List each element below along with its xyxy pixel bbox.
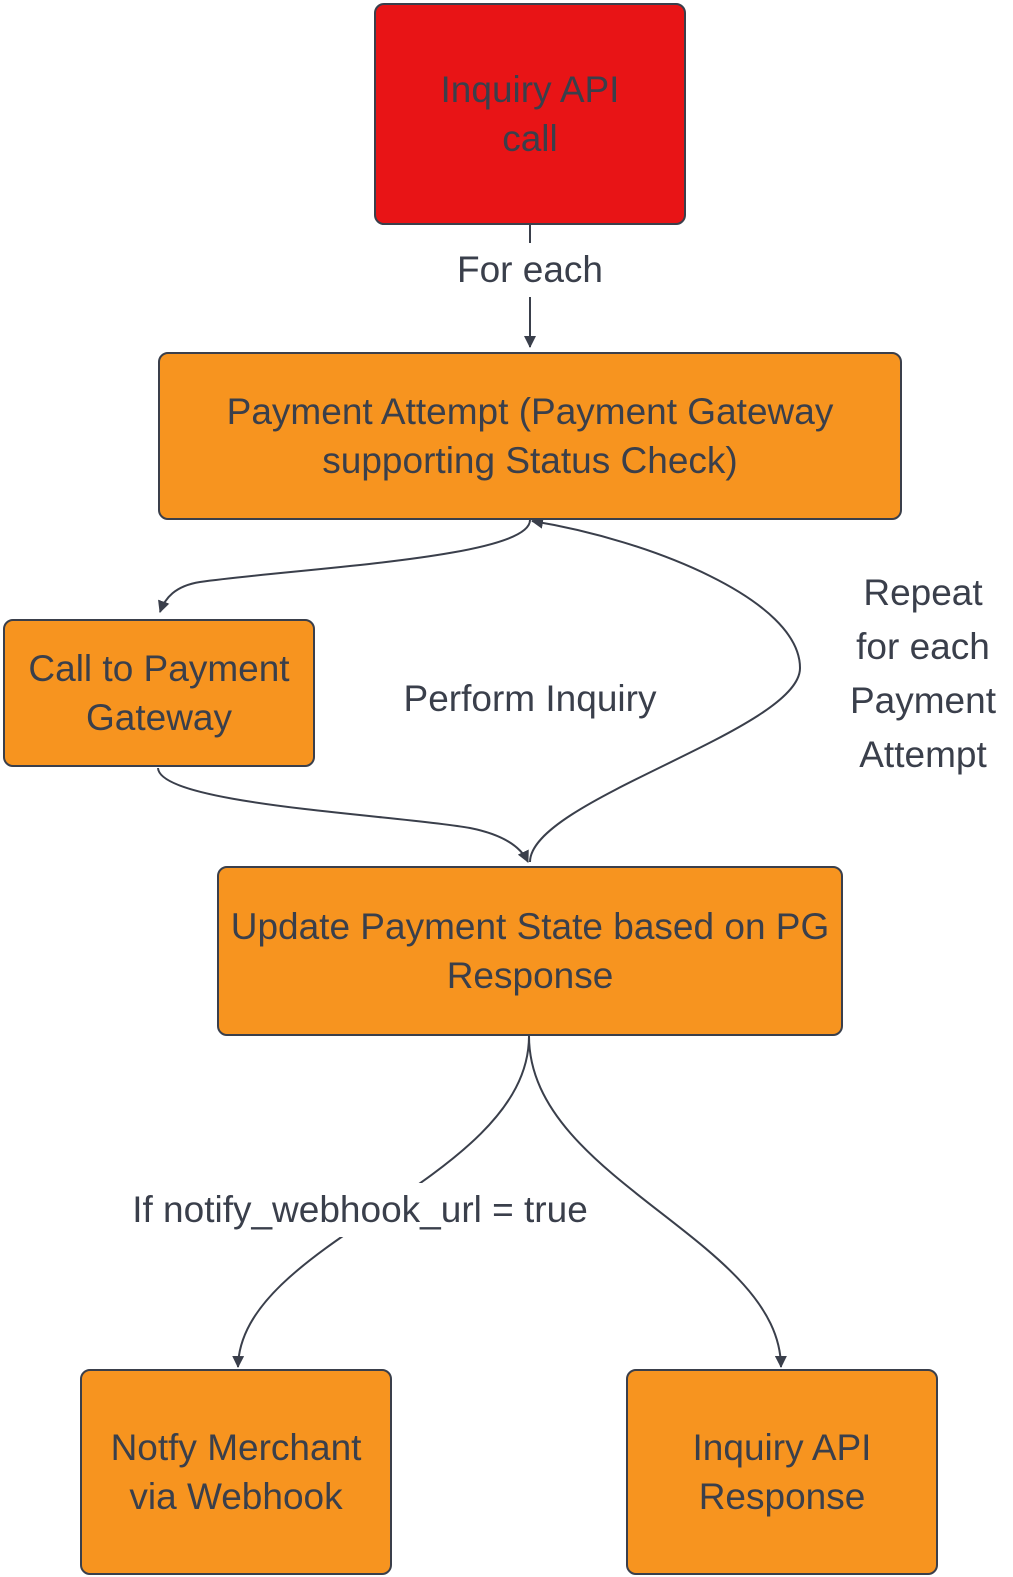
node-inquiry-api-response-label: Inquiry API Response [692, 1427, 872, 1517]
node-notify-merchant: Notfy Merchant via Webhook [80, 1369, 392, 1575]
node-payment-attempt-label: Payment Attempt (Payment Gateway support… [226, 391, 834, 481]
node-call-to-payment-gateway: Call to Payment Gateway [3, 619, 315, 767]
node-update-payment-state-label: Update Payment State based on PG Respons… [230, 906, 830, 996]
node-call-to-payment-gateway-label: Call to Payment Gateway [28, 648, 290, 738]
edge-update-to-response [528, 1035, 787, 1368]
edge-label-perform-inquiry: Perform Inquiry [403, 678, 657, 719]
edge-label-repeat: Repeat for each Payment Attempt [849, 572, 996, 775]
node-inquiry-api-call-label: Inquiry API call [440, 69, 620, 159]
node-notify-merchant-label: Notfy Merchant via Webhook [110, 1427, 362, 1517]
edge-label-webhook-condition: If notify_webhook_url = true [100, 1183, 620, 1237]
node-update-payment-state: Update Payment State based on PG Respons… [217, 866, 843, 1036]
node-inquiry-api-call: Inquiry API call [374, 3, 686, 225]
edge-attempt-to-pg [158, 519, 531, 613]
edge-repeat-loop [529, 516, 802, 863]
node-inquiry-api-response: Inquiry API Response [626, 1369, 938, 1575]
node-payment-attempt: Payment Attempt (Payment Gateway support… [158, 352, 902, 520]
edge-label-for-each: For each [452, 243, 608, 297]
edge-pg-to-update [157, 767, 529, 863]
